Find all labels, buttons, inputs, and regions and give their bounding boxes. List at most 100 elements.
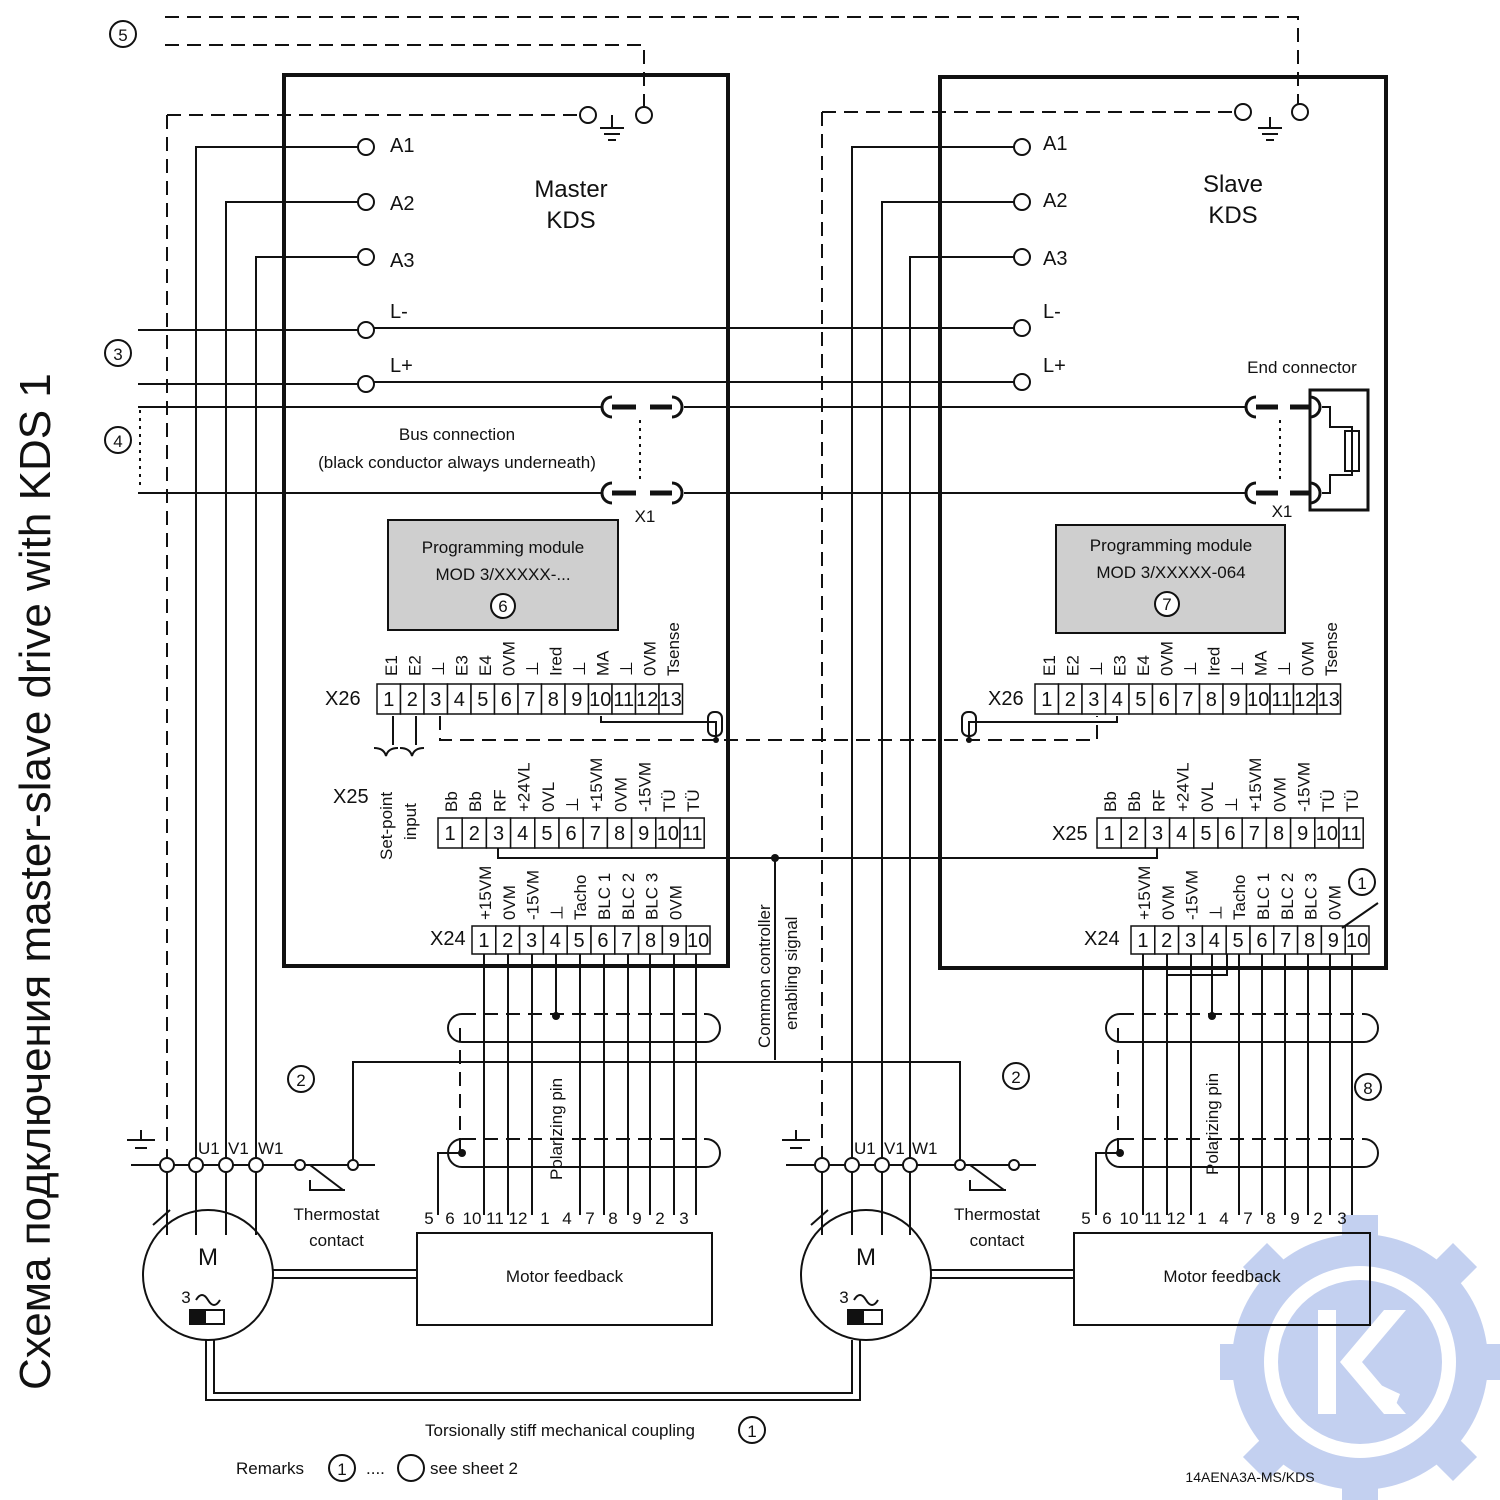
- svg-text:A2: A2: [1043, 190, 1067, 212]
- feedback-pin-number: 5: [1081, 1209, 1090, 1228]
- master-x26-pin-number: 9: [571, 689, 582, 711]
- master-x26-signal-label: ⊥: [617, 661, 636, 676]
- thermostat-link-wire: [352, 1061, 961, 1165]
- master-title-kds: KDS: [546, 207, 595, 234]
- slave-x25-signal-label: +24VL: [1174, 762, 1193, 812]
- svg-text:Common controller: Common controller: [755, 904, 774, 1048]
- slave-title: Slave: [1203, 171, 1263, 198]
- slave-x26-cell: [1316, 683, 1342, 715]
- slave-x25-pin-number: 11: [1341, 823, 1362, 845]
- slave-x25-signal-label: TÜ: [1343, 789, 1362, 812]
- phase-label: V1: [884, 1139, 905, 1158]
- feedback-pin-number: 8: [608, 1209, 617, 1228]
- feedback-pin-number: 10: [463, 1209, 482, 1228]
- feedback-pin-number: 6: [1102, 1209, 1111, 1228]
- slave-x25-signal-label: TÜ: [1319, 789, 1338, 812]
- master-x25-pin-number: 3: [493, 823, 504, 845]
- svg-text:1: 1: [747, 1422, 756, 1441]
- master-x24-signal-label: +15VM: [476, 866, 495, 920]
- master-x25-pin-number: 10: [657, 823, 679, 845]
- master-x25-signal-label: 0VL: [539, 782, 558, 812]
- slave-x26-pin-number: 7: [1182, 689, 1193, 711]
- slave-programming-module: Programming module MOD 3/XXXXX-064 7: [1055, 524, 1286, 634]
- master-x25-pin-number: 11: [682, 823, 703, 845]
- slave-x25-pin-number: 7: [1249, 823, 1260, 845]
- motor-feedback-label: Motor feedback: [506, 1267, 624, 1286]
- svg-text:2: 2: [296, 1071, 305, 1090]
- slave-x24-signal-label: 0VM: [1325, 885, 1344, 920]
- slave-x24-name: X24: [1084, 928, 1120, 950]
- motor-letter: M: [856, 1244, 876, 1271]
- master-x25-pin-number: 9: [638, 823, 649, 845]
- master-x24-signal-label: BLC 2: [619, 873, 638, 920]
- slave-x25-pin-number: 10: [1316, 823, 1338, 845]
- slave-x25-pin-number: 8: [1273, 823, 1284, 845]
- svg-text:MOD 3/XXXXX-...: MOD 3/XXXXX-...: [435, 565, 570, 584]
- svg-text:A1: A1: [1043, 133, 1067, 155]
- master-x26-pin-number: 4: [454, 689, 465, 711]
- master-x25-name: X25: [333, 786, 369, 808]
- master-x26-pin-number: 6: [501, 689, 512, 711]
- master-x26-pin-number: 2: [407, 689, 418, 711]
- enable-crosslink: [439, 711, 1118, 743]
- slave-x25-signal-label: 0VL: [1198, 782, 1217, 812]
- feedback-pin-number: 12: [509, 1209, 528, 1228]
- slave-x25-cell: [1314, 817, 1340, 849]
- phase-label: W1: [258, 1139, 284, 1158]
- master-x25-signal-label: TÜ: [684, 789, 703, 812]
- setpoint-input: Set-point input: [373, 716, 425, 860]
- master-x24-signal-label: -15VM: [524, 870, 543, 920]
- master-x24-signal-label: 0VM: [666, 885, 685, 920]
- svg-text:6: 6: [498, 597, 507, 616]
- master-x26-signal-label: E3: [453, 655, 472, 676]
- svg-text:2: 2: [1011, 1068, 1020, 1087]
- master-x26-signal-label: 0VM: [500, 641, 519, 676]
- slave-x26-signal-label: E2: [1064, 655, 1083, 676]
- slave-x25-pin-number: 9: [1297, 823, 1308, 845]
- master-x26-pin-number: 11: [613, 689, 634, 711]
- svg-text:Programming module: Programming module: [1090, 536, 1253, 555]
- motor-terminal: [844, 1157, 860, 1173]
- master-x26-pin-number: 12: [636, 689, 658, 711]
- motor-terminal: [188, 1157, 204, 1173]
- slave-x25-cell: [1144, 817, 1171, 849]
- feedback-pin-number: 5: [424, 1209, 433, 1228]
- feedback-pin-number: 3: [1337, 1209, 1346, 1228]
- slave-ground-terminals: [1234, 103, 1309, 141]
- phase-label: U1: [198, 1139, 220, 1158]
- master-x24-pin-number: 7: [621, 930, 632, 952]
- svg-text:L+: L+: [390, 355, 413, 377]
- ref-2-master: 2: [287, 1065, 315, 1093]
- svg-text:L-: L-: [1043, 301, 1061, 323]
- slave-x24-signal-label: 0VM: [1159, 885, 1178, 920]
- master-x25-pin-number: 1: [445, 823, 456, 845]
- slave-x26-pin-number: 11: [1271, 689, 1292, 711]
- master-x24-signal-label: 0VM: [500, 885, 519, 920]
- slave-x26-signal-label: ⊥: [1087, 661, 1106, 676]
- feedback-pin-number: 9: [1290, 1209, 1299, 1228]
- phase-label: U1: [854, 1139, 876, 1158]
- master-x24-pin-number: 8: [645, 930, 656, 952]
- slave-x24-pin-number: 8: [1304, 930, 1315, 952]
- feedback-pin-number: 7: [1243, 1209, 1252, 1228]
- svg-text:enabling signal: enabling signal: [782, 917, 801, 1030]
- slave-x24-signal-label: BLC 3: [1302, 873, 1321, 920]
- master-x24-pin-number: 5: [574, 930, 585, 952]
- slave-x26-signal-label: Ired: [1205, 647, 1224, 676]
- feedback-pin-number: 9: [632, 1209, 641, 1228]
- feedback-pin-number: 12: [1167, 1209, 1186, 1228]
- svg-text:8: 8: [1363, 1079, 1372, 1098]
- master-x26-signal-label: Ired: [547, 647, 566, 676]
- slave-x26-signal-label: ⊥: [1181, 661, 1200, 676]
- motor-phase: 3: [839, 1288, 848, 1307]
- slave-x1-label: X1: [1272, 502, 1293, 521]
- slave-x24-signal-label: BLC 2: [1278, 873, 1297, 920]
- master-feedback-cable: Polarizing pin: [437, 954, 721, 1215]
- slave-x26-signal-label: E3: [1111, 655, 1130, 676]
- slave-x25-pin-number: 5: [1200, 823, 1211, 845]
- svg-text:A2: A2: [390, 193, 414, 215]
- ref-4: 4: [104, 426, 132, 454]
